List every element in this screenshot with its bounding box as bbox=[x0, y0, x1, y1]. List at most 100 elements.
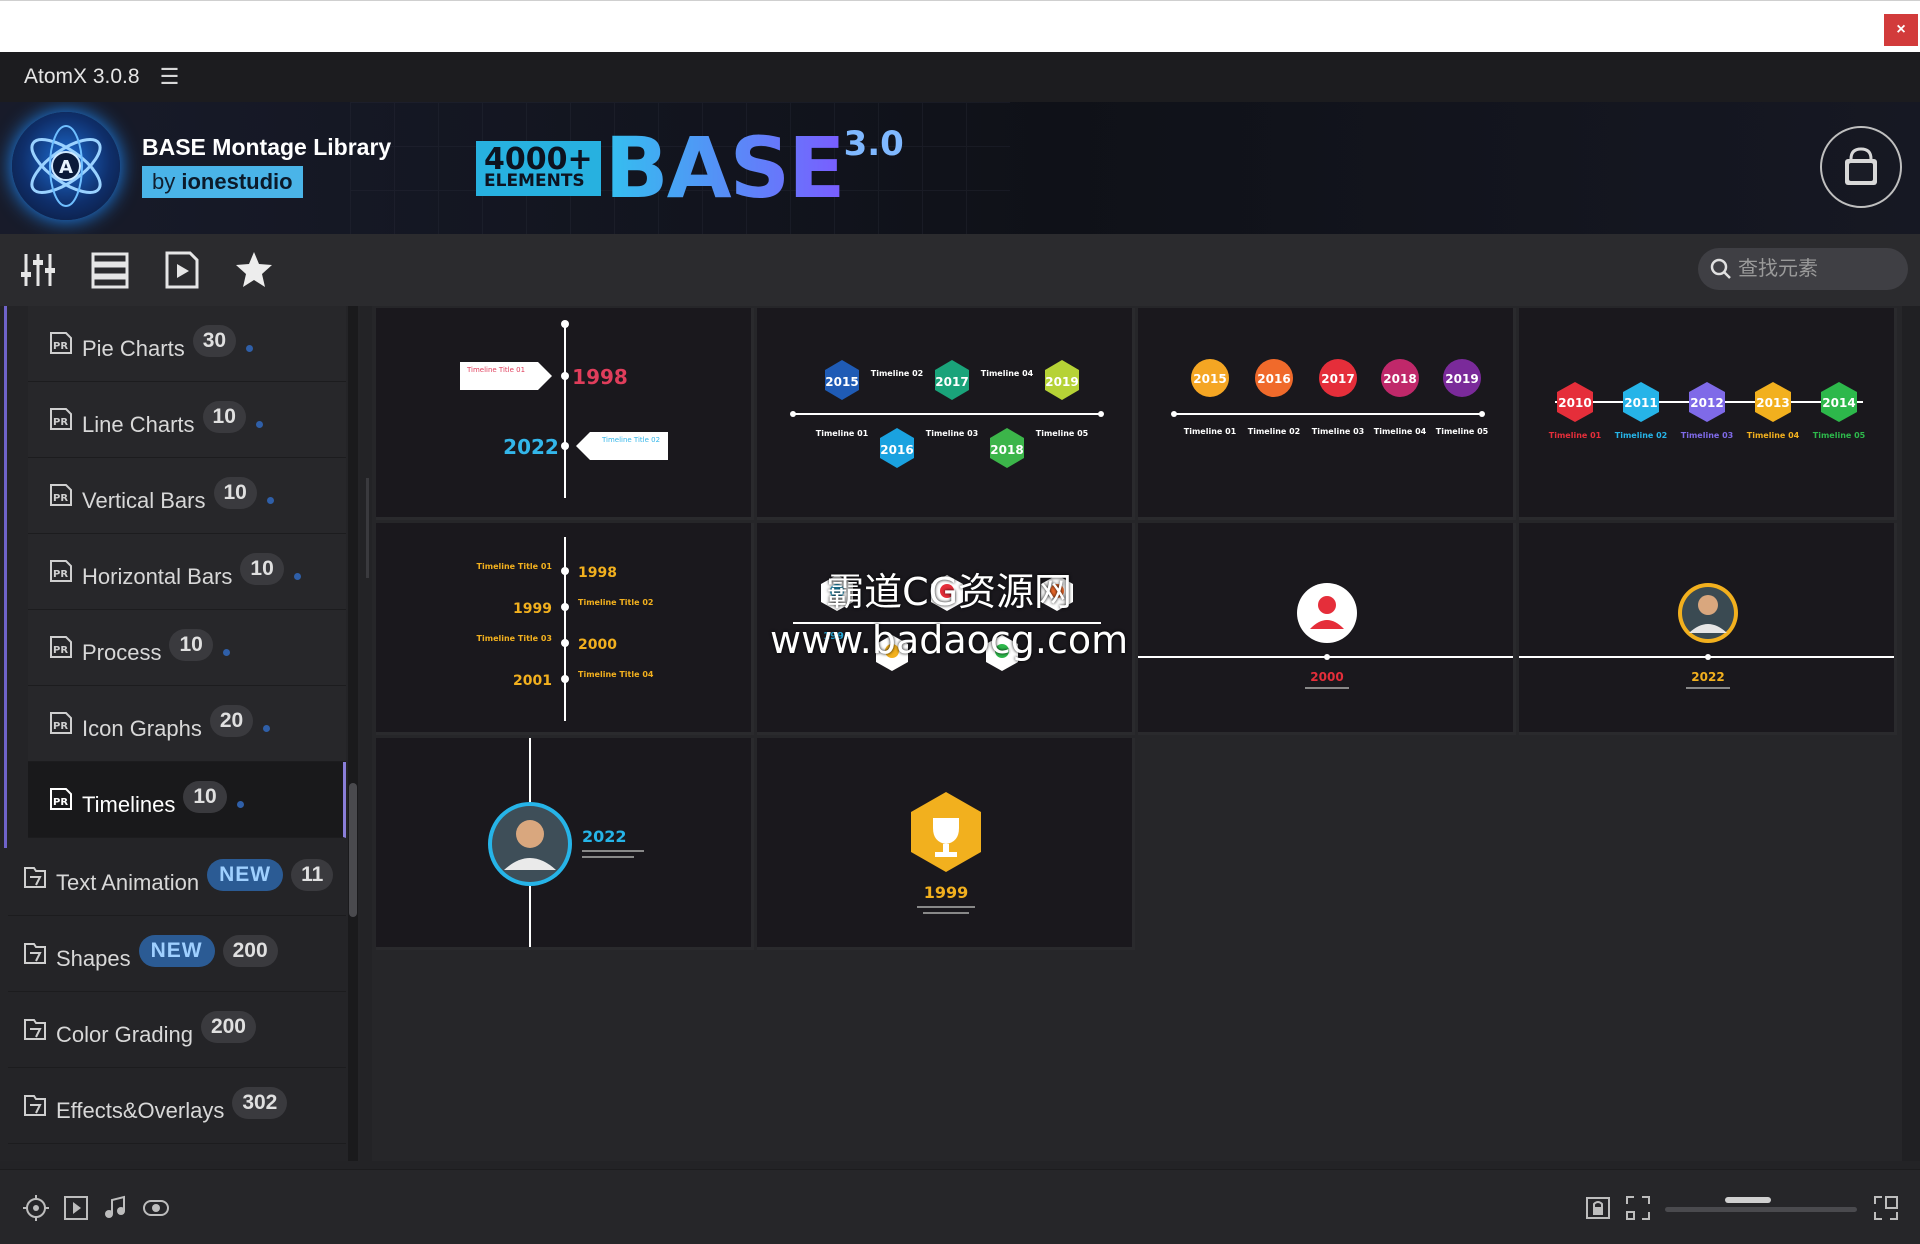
timeline-label: Timeline 04 bbox=[981, 369, 1034, 378]
new-badge: NEW bbox=[207, 858, 284, 891]
status-dot bbox=[266, 497, 274, 504]
elements-count-badge: 4000+ ELEMENTS bbox=[476, 140, 601, 196]
search-input[interactable] bbox=[1738, 257, 1898, 281]
timeline-thumbnail[interactable]: 1999 bbox=[757, 738, 1135, 950]
folder-open-icon bbox=[24, 1018, 46, 1040]
sidebar-item-pie-charts[interactable]: PR Pie Charts 30 bbox=[28, 306, 346, 382]
folder-open-icon bbox=[24, 942, 46, 964]
list-view-icon[interactable] bbox=[90, 250, 130, 290]
timeline-thumbnail[interactable]: 2015 2016 2017 2018 2019 Timeline 01 Tim… bbox=[1138, 308, 1516, 520]
elements-label: ELEMENTS bbox=[484, 170, 585, 191]
sidebar-item-timelines[interactable]: PR Timelines 10 bbox=[28, 762, 346, 838]
author-prefix: by bbox=[152, 169, 176, 194]
sidebar-category-text-animation[interactable]: Text Animation NEW 11 bbox=[8, 840, 346, 916]
timeline-year: 2016 bbox=[880, 443, 913, 457]
sidebar-category-effects-overlays[interactable]: Effects&Overlays 302 bbox=[8, 1068, 346, 1144]
thumbnail-preview: 2022 bbox=[1519, 583, 1894, 689]
banner-background-grid bbox=[350, 102, 1010, 234]
sidebar-scrollbar[interactable] bbox=[348, 306, 358, 1161]
star-icon[interactable] bbox=[234, 250, 274, 290]
thumbnail-preview: 2000 bbox=[1138, 583, 1513, 689]
timeline-year: 2015 bbox=[825, 375, 858, 389]
video-file-icon[interactable] bbox=[162, 250, 202, 290]
item-count-badge: 10 bbox=[169, 628, 213, 661]
sidebar-item-label: Line Charts bbox=[82, 411, 195, 437]
timeline-year: 2018 bbox=[990, 443, 1023, 457]
thumbnail-preview: 2015 2016 2017 2018 2019 Timeline 01 Tim… bbox=[1171, 359, 1489, 436]
premiere-file-icon: PR bbox=[50, 559, 72, 582]
sidebar-item-label: Color Grading bbox=[56, 1021, 193, 1047]
timeline-thumbnail[interactable]: 2010 2011 2012 2013 2014 Timeline 01 Tim… bbox=[1519, 308, 1897, 520]
sidebar-item-line-charts[interactable]: PR Line Charts 10 bbox=[28, 382, 346, 458]
item-count-badge: 30 bbox=[192, 324, 237, 357]
timeline-year: 2022 bbox=[503, 435, 559, 459]
item-count-badge: 11 bbox=[291, 858, 334, 891]
sidebar-item-process[interactable]: PR Process 10 bbox=[28, 610, 346, 686]
music-icon[interactable] bbox=[102, 1194, 130, 1222]
app-window: AtomX 3.0.8 ☰ A BASE Montage Library by … bbox=[0, 52, 1920, 1244]
window-close-button[interactable]: × bbox=[1884, 14, 1918, 46]
timeline-year: 2019 bbox=[1445, 372, 1478, 386]
shopping-bag-icon bbox=[1845, 147, 1877, 185]
sidebar-item-label: Vertical Bars bbox=[82, 487, 206, 513]
fit-icon[interactable] bbox=[1624, 1194, 1652, 1222]
content-scrollbar[interactable] bbox=[1902, 306, 1920, 1161]
zoom-slider-track[interactable] bbox=[1665, 1207, 1857, 1212]
svg-text:PR: PR bbox=[53, 493, 68, 504]
fullscreen-icon[interactable] bbox=[1872, 1194, 1900, 1222]
timeline-label: Timeline 04 bbox=[1747, 431, 1800, 440]
timeline-thumbnail[interactable]: Timeline Title 01 1998 2022 Timeline Tit… bbox=[376, 308, 754, 520]
timeline-title: Timeline Title 04 bbox=[578, 670, 654, 679]
status-dot bbox=[263, 725, 271, 732]
timeline-thumbnail[interactable]: Timeline Title 01 1998 1999 Timeline Tit… bbox=[376, 523, 754, 735]
hamburger-icon[interactable]: ☰ bbox=[159, 64, 180, 89]
shop-button[interactable] bbox=[1820, 126, 1902, 208]
svg-text:PR: PR bbox=[53, 645, 68, 656]
elements-count: 4000+ bbox=[484, 141, 593, 177]
thumbnail-preview: 2015 2017 2019 2016 2018 Timeline 02 Tim… bbox=[790, 360, 1104, 468]
timeline-label: Timeline 01 bbox=[1549, 431, 1602, 440]
panel-resize-handle[interactable] bbox=[366, 478, 369, 578]
lock-icon[interactable] bbox=[1584, 1194, 1612, 1222]
sidebar-item-label: Icon Graphs bbox=[82, 715, 202, 741]
timeline-label: Timeline 05 bbox=[1036, 429, 1089, 438]
premiere-file-icon: PR bbox=[50, 711, 72, 734]
timeline-title: Timeline Title 02 bbox=[601, 436, 660, 444]
timeline-label: Timeline 02 bbox=[871, 369, 923, 378]
timeline-year: 2011 bbox=[1624, 396, 1657, 410]
timeline-year: 2000 bbox=[578, 637, 617, 653]
author-name: ionestudio bbox=[181, 169, 293, 194]
sidebar-item-icon-graphs[interactable]: PR Icon Graphs 20 bbox=[28, 686, 346, 762]
sidebar-item-label: Timelines bbox=[82, 791, 176, 817]
timeline-thumbnail[interactable]: 2000 bbox=[1138, 523, 1516, 735]
sidebar-item-vertical-bars[interactable]: PR Vertical Bars 10 bbox=[28, 458, 346, 534]
timeline-year: 2010 bbox=[1558, 396, 1591, 410]
library-banner: A BASE Montage Library by ionestudio 400… bbox=[0, 102, 1920, 234]
item-count-badge: 10 bbox=[213, 476, 257, 509]
thumbnail-grid: Timeline Title 01 1998 2022 Timeline Tit… bbox=[372, 306, 1902, 1161]
svg-text:PR: PR bbox=[53, 341, 68, 352]
sliders-icon[interactable] bbox=[18, 250, 58, 290]
sidebar-category-color-grading[interactable]: Color Grading 200 bbox=[8, 992, 346, 1068]
timeline-year: 1998 bbox=[572, 365, 628, 389]
svg-text:PR: PR bbox=[53, 569, 68, 580]
timeline-thumbnail[interactable]: 2015 2017 2019 2016 2018 Timeline 02 Tim… bbox=[757, 308, 1135, 520]
library-author: by ionestudio bbox=[142, 166, 303, 198]
timeline-year: 2018 bbox=[1383, 372, 1416, 386]
timeline-thumbnail[interactable]: 1998 bbox=[757, 523, 1135, 735]
sidebar-item-label: Shapes bbox=[56, 945, 131, 971]
play-icon[interactable] bbox=[62, 1194, 90, 1222]
timeline-thumbnail[interactable]: 2022 bbox=[1519, 523, 1897, 735]
toggle-icon[interactable] bbox=[142, 1194, 170, 1222]
sidebar-category-shapes[interactable]: Shapes NEW 200 bbox=[8, 916, 346, 992]
zoom-slider-thumb[interactable] bbox=[1725, 1197, 1771, 1203]
search-box[interactable] bbox=[1698, 248, 1908, 290]
sidebar-item-horizontal-bars[interactable]: PR Horizontal Bars 10 bbox=[28, 534, 346, 610]
sidebar-item-label: Pie Charts bbox=[82, 335, 185, 361]
sidebar-scrollbar-thumb[interactable] bbox=[349, 783, 357, 917]
timeline-thumbnail[interactable]: 2022 bbox=[376, 738, 754, 950]
timeline-label: Timeline 05 bbox=[1436, 427, 1489, 436]
effects-icon[interactable] bbox=[22, 1194, 50, 1222]
status-dot bbox=[293, 573, 301, 580]
premiere-file-icon: PR bbox=[50, 331, 72, 354]
